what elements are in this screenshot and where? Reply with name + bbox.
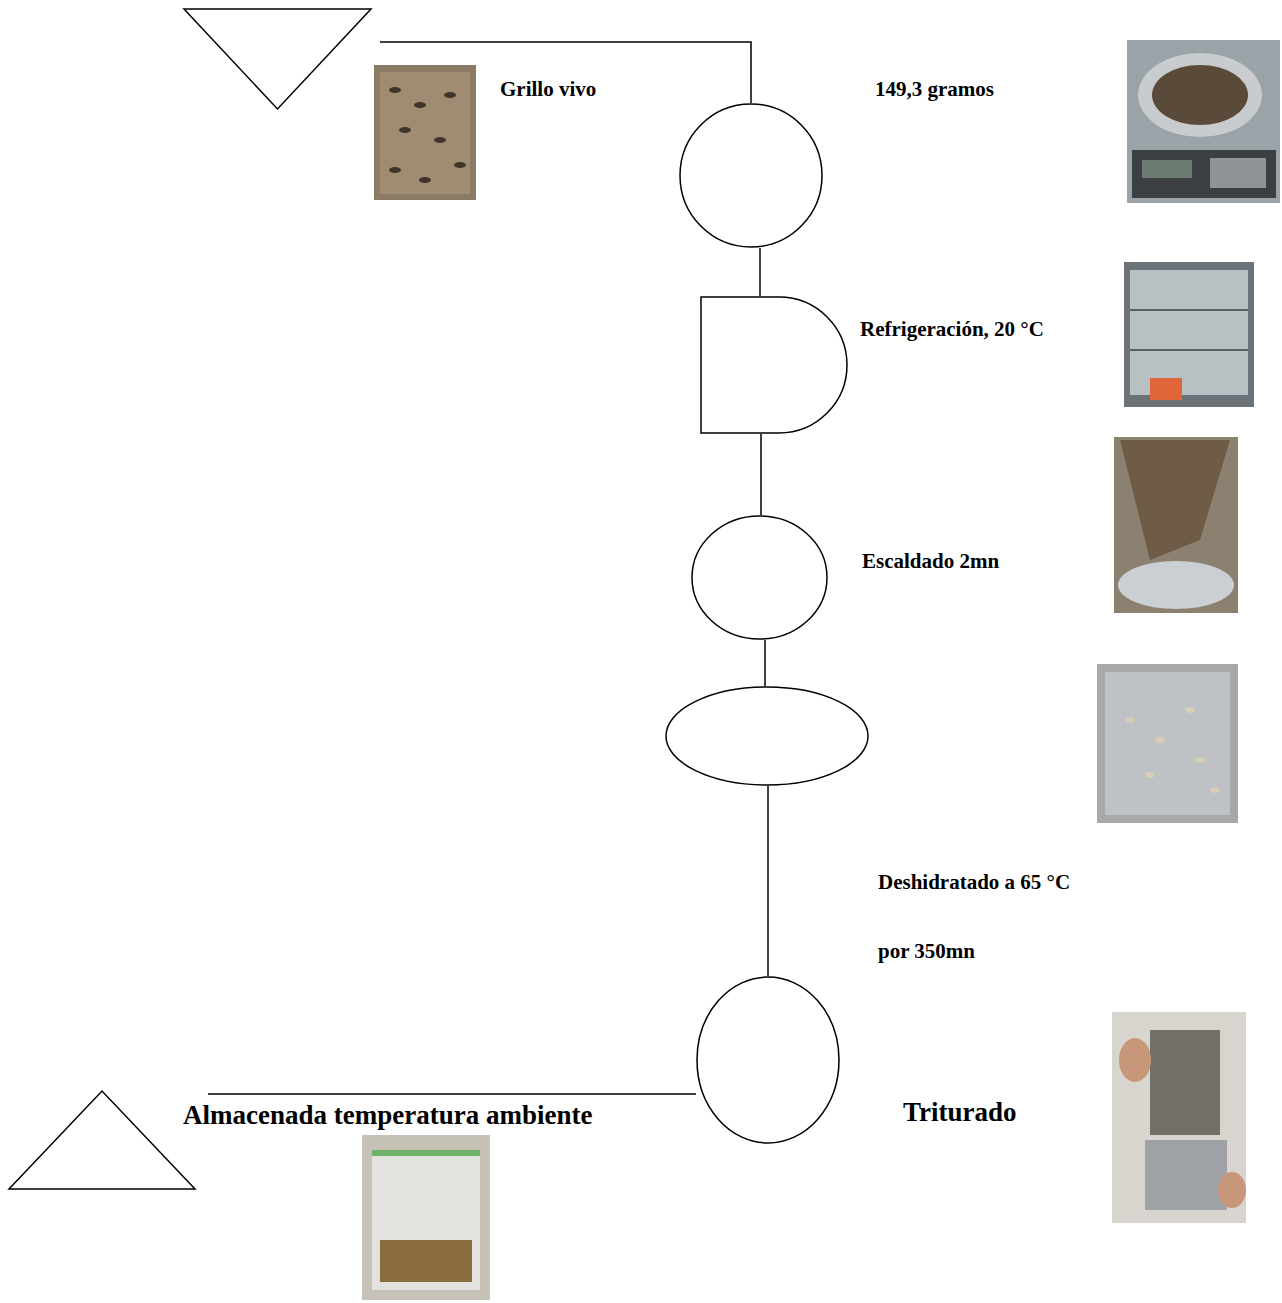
photo-bag: [362, 1135, 490, 1300]
delay-symbol: Refrigeración, 20 °C: [700, 296, 848, 434]
flow-line: [208, 1093, 696, 1095]
flow-line: [208, 1094, 696, 1095]
operation-circle: [692, 516, 827, 639]
storage-triangle: [8, 1090, 196, 1190]
operation-circle: [691, 515, 828, 640]
operation-circle: [680, 104, 822, 247]
step-label: Refrigeración, 20 °C: [860, 317, 1044, 342]
storage-triangle: [183, 8, 372, 110]
operation-ellipse: [697, 977, 839, 1143]
storage-triangle: Grillo vivo: [183, 8, 372, 110]
step-label: Grillo vivo: [500, 77, 596, 102]
flow-line: [768, 786, 769, 976]
flow-line: [761, 434, 762, 515]
flow-line: [765, 640, 766, 686]
storage-triangle: Almacenada temperatura ambiente: [8, 1090, 196, 1190]
operation-circle: Escaldado 2mn: [691, 515, 828, 640]
photo-blanching: [1114, 437, 1238, 613]
operation-ellipse: Triturado: [696, 976, 840, 1144]
photo-crickets: [374, 65, 476, 200]
delay-symbol: [701, 297, 847, 433]
operation-ellipse: [665, 686, 869, 786]
step-label: Almacenada temperatura ambiente: [183, 1099, 592, 1131]
storage-triangle: [9, 1091, 195, 1189]
flow-line: [760, 434, 762, 515]
step-label: 149,3 gramos: [875, 77, 994, 102]
flow-line: [759, 248, 761, 296]
operation-ellipse: Deshidratado a 65 °C por 350mn: [665, 686, 869, 786]
flow-line: [380, 42, 751, 103]
step-label: Deshidratado a 65 °C por 350mn: [878, 848, 1093, 986]
photo-fridge: [1124, 262, 1254, 407]
operation-circle: [679, 103, 823, 248]
delay-symbol: [700, 296, 848, 434]
step-label: Triturado: [903, 1096, 1017, 1128]
operation-circle: 149,3 gramos: [679, 103, 823, 248]
flow-line: [760, 248, 761, 296]
photo-blender: [1112, 1012, 1246, 1223]
operation-ellipse: [696, 976, 840, 1144]
storage-triangle: [184, 9, 371, 109]
operation-ellipse: [666, 687, 868, 785]
flow-line: [764, 640, 766, 686]
flow-line: [767, 786, 769, 976]
step-label: Escaldado 2mn: [862, 549, 999, 574]
photo-scale: [1127, 40, 1280, 203]
flow-line: [380, 42, 751, 103]
photo-tray: [1097, 664, 1238, 823]
